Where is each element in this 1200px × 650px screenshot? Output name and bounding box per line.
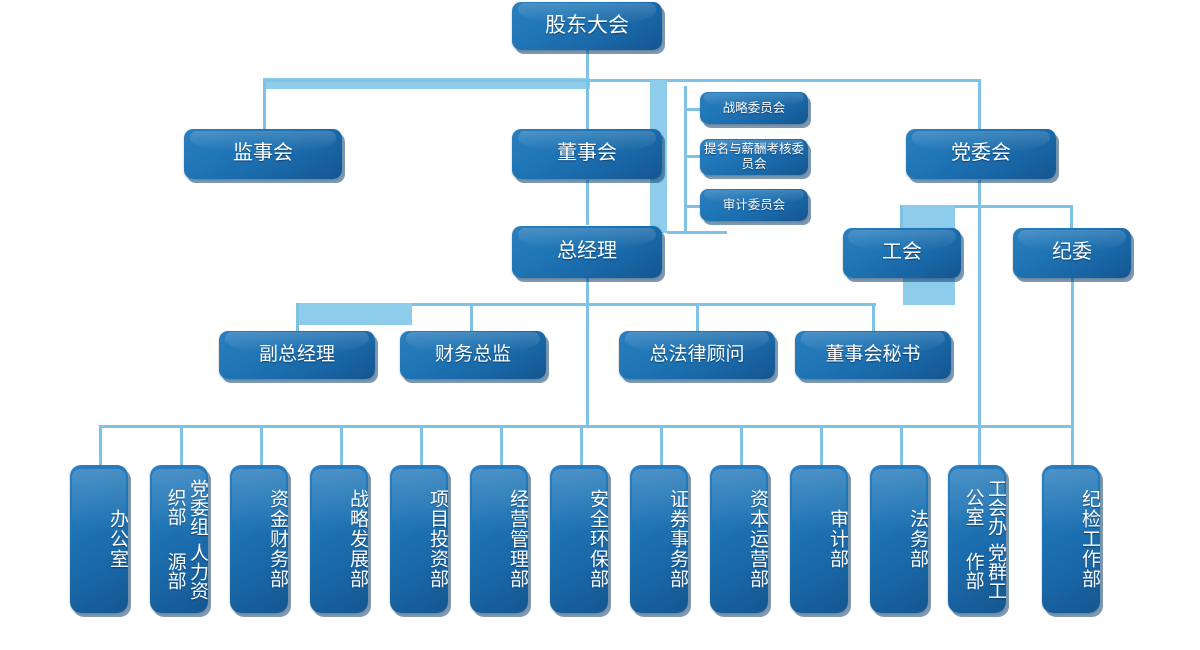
connector-drop-discipline	[1070, 205, 1073, 235]
connector-shareholders-down	[586, 50, 589, 80]
node-dept-party-org-hr-line-2: 人力资源部	[164, 542, 208, 600]
connector-drop-dept-7	[580, 425, 583, 465]
connector-party-bus	[900, 205, 1073, 208]
connector-committee-3	[684, 205, 700, 208]
node-discipline-commission[interactable]: 纪委	[1013, 228, 1131, 278]
connector-drop-counsel	[696, 303, 699, 331]
connector-party-spine	[978, 180, 981, 425]
node-dept-fund-finance[interactable]: 资金财务部	[230, 465, 288, 613]
node-dept-legal-affairs-line-1: 法务部	[907, 509, 928, 569]
node-dept-legal-affairs[interactable]: 法务部	[870, 465, 928, 613]
connector-drop-dept-1	[99, 425, 102, 465]
node-nomination-compensation-committee[interactable]: 提名与薪酬考核委员会	[700, 139, 808, 175]
connector-gm-spine-dept	[586, 303, 589, 427]
connector-drop-dept-6	[500, 425, 503, 465]
node-strategy-committee[interactable]: 战略委员会	[700, 92, 808, 124]
node-dept-audit-line-1: 审计部	[827, 509, 848, 569]
connector-board-to-gm	[586, 180, 589, 225]
node-dept-party-org-hr[interactable]: 党委组织部 人力资源部	[150, 465, 208, 613]
node-dept-capital-operations[interactable]: 资本运营部	[710, 465, 768, 613]
connector-drop-dept-8	[660, 425, 663, 465]
node-dept-discipline-inspection-line-1: 纪检工作部	[1079, 489, 1100, 589]
connector-drop-dept-10	[820, 425, 823, 465]
connector-drop-deputy-gm	[296, 303, 299, 331]
connector-drop-secretary	[872, 303, 875, 331]
node-dept-strategic-development-line-1: 战略发展部	[347, 489, 368, 589]
node-dept-party-mass-work-line-2: 党群工作部	[962, 542, 1006, 600]
connector-drop-dept-11	[900, 425, 903, 465]
node-deputy-general-manager[interactable]: 副总经理	[219, 331, 375, 379]
node-dept-securities-affairs[interactable]: 证券事务部	[630, 465, 688, 613]
node-audit-committee[interactable]: 审计委员会	[700, 189, 808, 221]
node-board-secretary[interactable]: 董事会秘书	[795, 331, 951, 379]
node-dept-safety-environment[interactable]: 安全环保部	[550, 465, 608, 613]
node-board-of-directors[interactable]: 董事会	[512, 129, 662, 179]
node-dept-strategic-development[interactable]: 战略发展部	[310, 465, 368, 613]
connector-drop-dept-3	[260, 425, 263, 465]
connector-spine-committees	[684, 86, 687, 232]
node-board-of-supervisors[interactable]: 监事会	[184, 129, 342, 179]
connector-drop-board	[586, 79, 589, 129]
node-dept-project-investment-line-1: 项目投资部	[427, 489, 448, 589]
connector-bus-top	[263, 79, 981, 82]
node-general-manager[interactable]: 总经理	[512, 226, 662, 278]
connector-drop-dept-5	[420, 425, 423, 465]
node-general-legal-counsel[interactable]: 总法律顾问	[619, 331, 775, 379]
connector-drop-dept-13	[1071, 425, 1074, 465]
connector-drop-cfo	[470, 303, 473, 331]
connector-drop-dept-4	[340, 425, 343, 465]
node-dept-operations-management-line-1: 经营管理部	[507, 489, 528, 589]
connector-dept-bus	[99, 425, 1074, 428]
connector-drop-dept-9	[740, 425, 743, 465]
connector-drop-dept-12	[978, 425, 981, 465]
node-dept-union-office-party-mass-work[interactable]: 工会办公室 党群工作部	[948, 465, 1006, 613]
node-party-committee[interactable]: 党委会	[906, 129, 1056, 179]
connector-drop-party	[978, 79, 981, 129]
node-dept-operations-management[interactable]: 经营管理部	[470, 465, 528, 613]
connector-committee-base	[667, 231, 727, 234]
node-labor-union[interactable]: 工会	[843, 228, 961, 278]
node-dept-office-line-1: 办公室	[107, 509, 128, 569]
connector-committee-2	[684, 155, 700, 158]
node-dept-office[interactable]: 办公室	[70, 465, 128, 613]
node-dept-discipline-inspection-work[interactable]: 纪检工作部	[1042, 465, 1100, 613]
node-dept-project-investment[interactable]: 项目投资部	[390, 465, 448, 613]
node-dept-fund-finance-line-1: 资金财务部	[267, 489, 288, 589]
node-dept-securities-affairs-line-1: 证券事务部	[667, 489, 688, 589]
node-dept-party-org-hr-line-1: 党委组织部	[164, 478, 208, 536]
node-cfo[interactable]: 财务总监	[400, 331, 546, 379]
node-dept-union-office-line-1: 工会办公室	[962, 478, 1006, 536]
node-dept-safety-environment-line-1: 安全环保部	[587, 489, 608, 589]
node-shareholders-meeting[interactable]: 股东大会	[512, 2, 662, 50]
connector-bar-top	[263, 78, 590, 89]
node-dept-capital-operations-line-1: 资本运营部	[747, 489, 768, 589]
connector-committee-1	[684, 108, 700, 111]
connector-drop-supervisors	[263, 79, 266, 129]
connector-drop-dept-2	[180, 425, 183, 465]
connector-discipline-spine	[1071, 277, 1074, 427]
connector-bar-exec	[296, 303, 412, 325]
node-dept-audit[interactable]: 审计部	[790, 465, 848, 613]
connector-drop-union	[900, 205, 903, 235]
